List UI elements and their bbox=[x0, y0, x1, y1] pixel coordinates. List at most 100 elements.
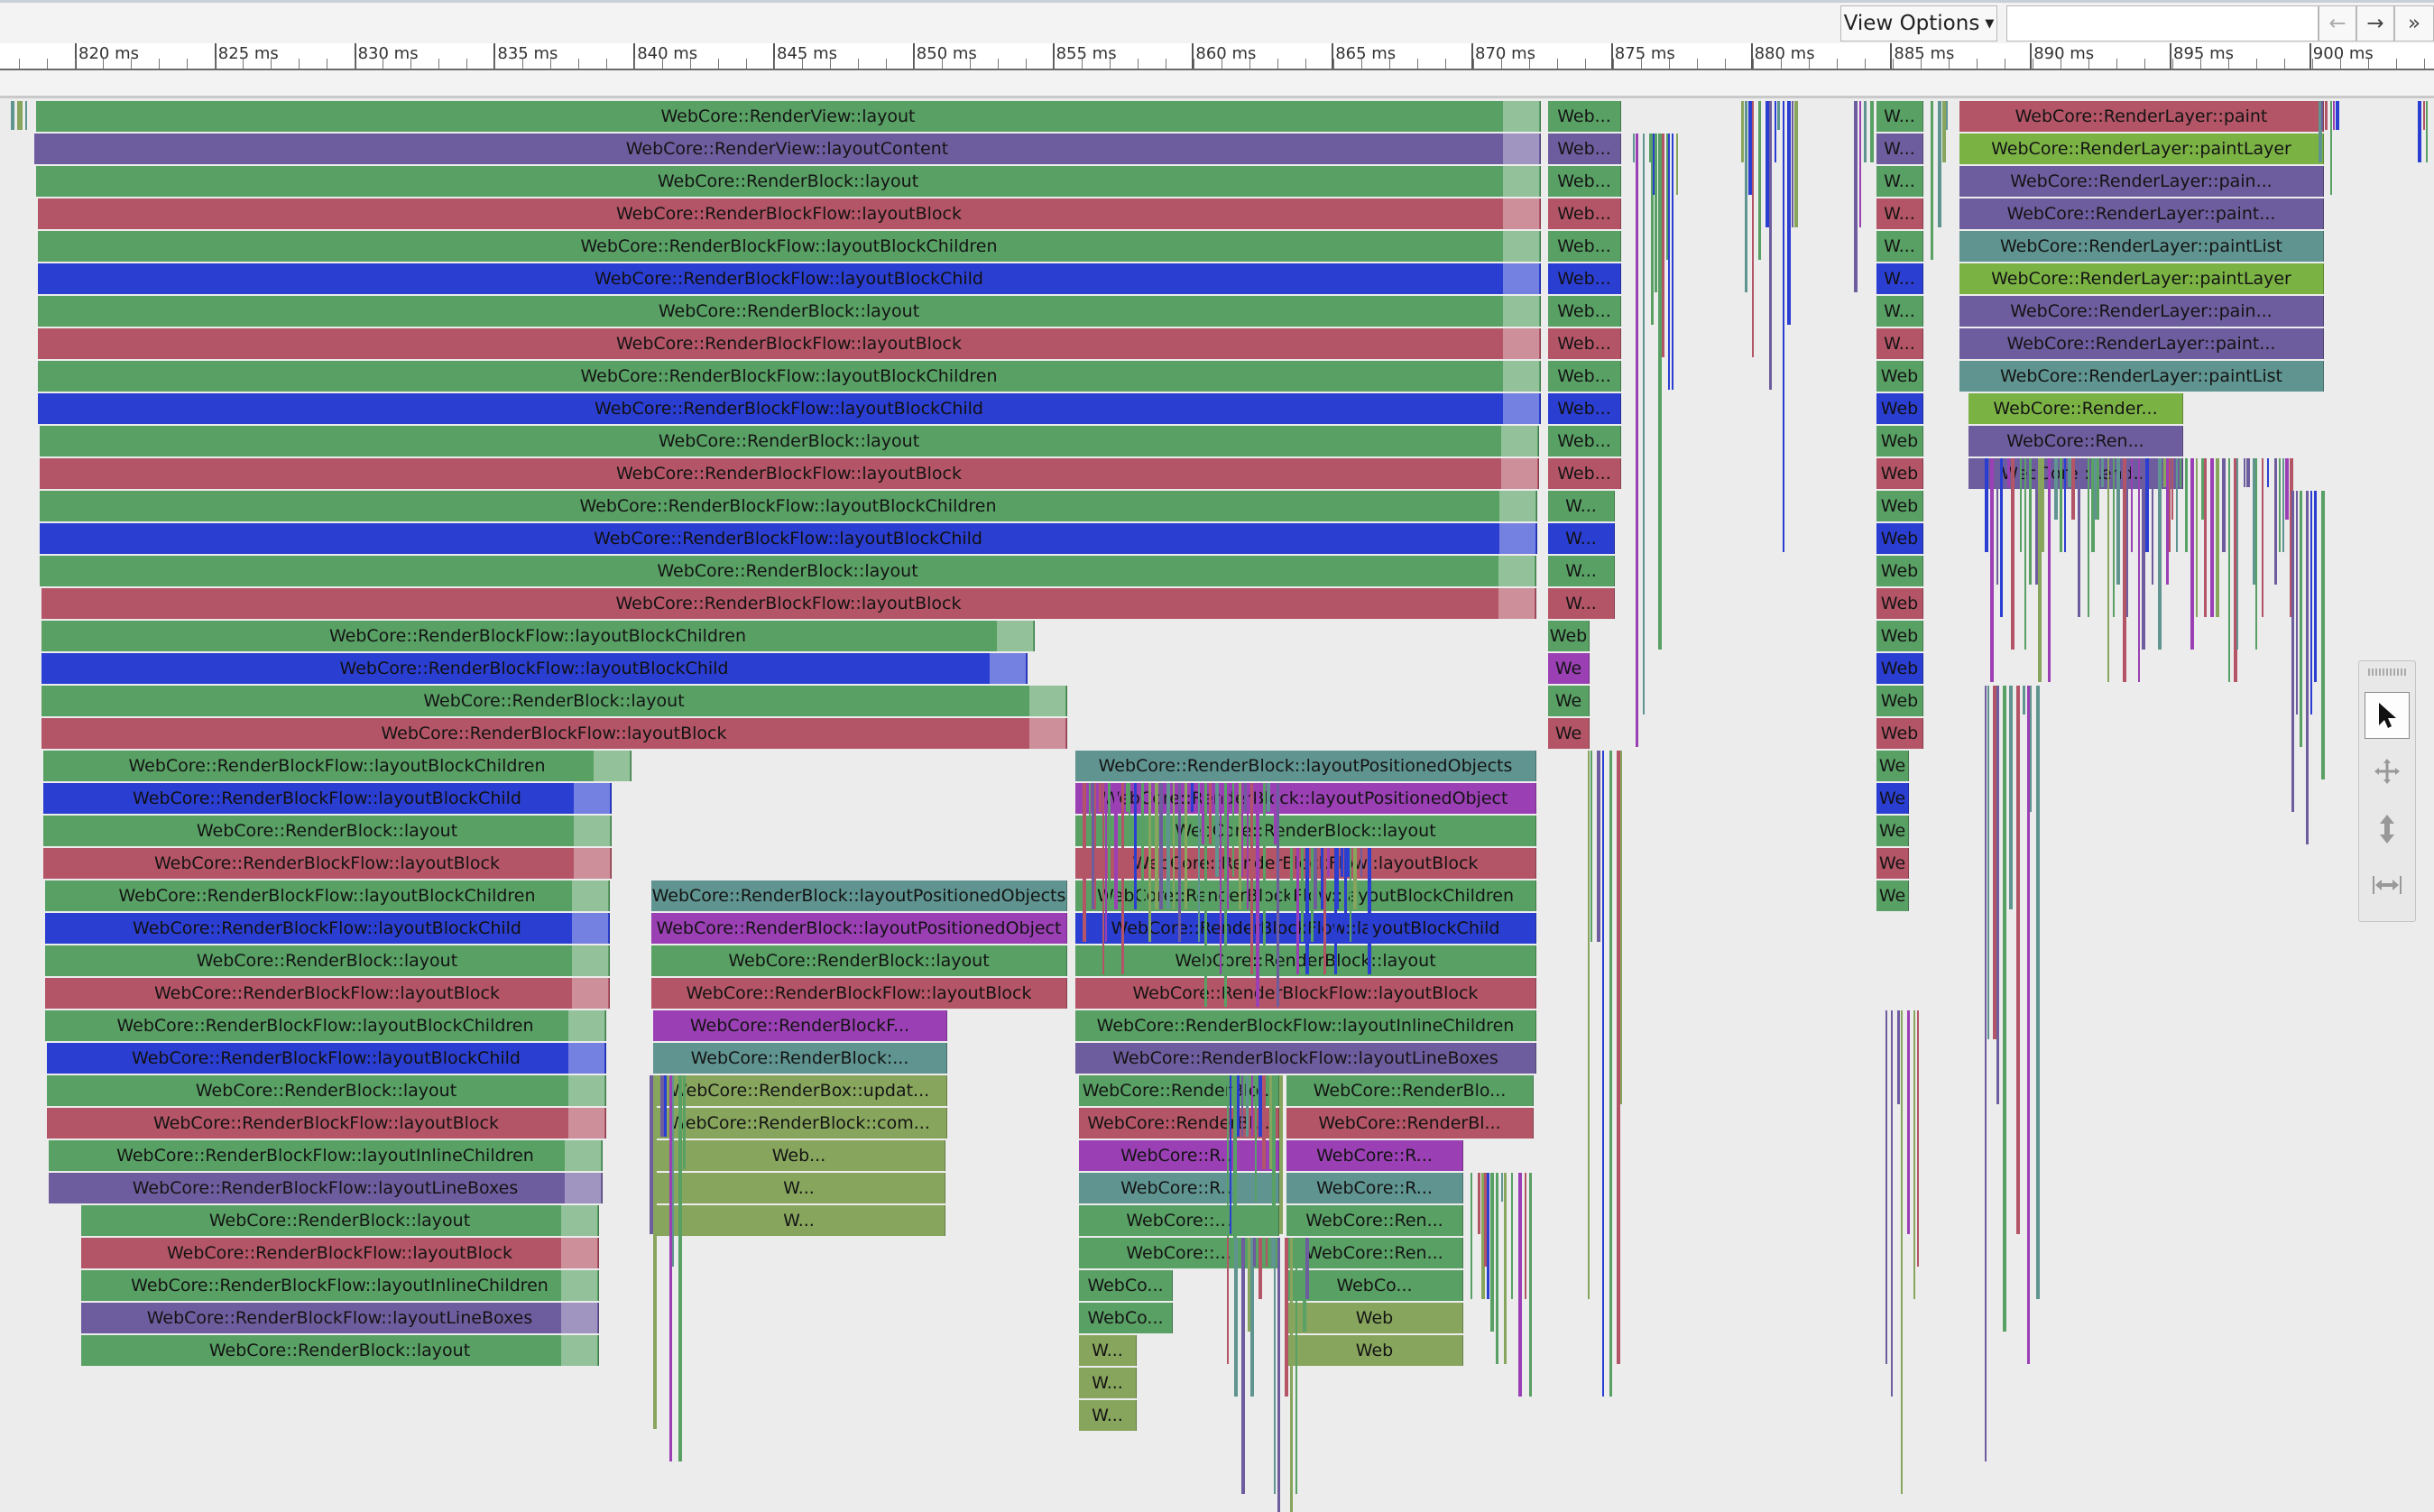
flame-tick[interactable] bbox=[1792, 101, 1793, 227]
flame-slice[interactable]: W... bbox=[1876, 328, 1923, 359]
flame-tick[interactable] bbox=[1311, 848, 1314, 942]
flame-tick[interactable] bbox=[1314, 848, 1317, 909]
flame-tick[interactable] bbox=[1241, 1075, 1243, 1137]
flame-slice[interactable]: We bbox=[1548, 686, 1590, 716]
flame-tick[interactable] bbox=[1295, 1238, 1297, 1494]
flame-slice[interactable]: WebCore::RenderBlock::layoutPositionedOb… bbox=[1075, 751, 1536, 781]
pan-tool-icon[interactable] bbox=[2365, 748, 2410, 795]
flame-tick[interactable] bbox=[1917, 1010, 1919, 1267]
flame-tick[interactable] bbox=[1662, 134, 1664, 357]
flame-slice[interactable]: W... bbox=[1876, 231, 1923, 262]
flame-slice[interactable]: WebCo... bbox=[1079, 1270, 1173, 1301]
flame-slice[interactable]: Web... bbox=[1548, 393, 1621, 424]
flame-tick[interactable] bbox=[2176, 458, 2178, 552]
flame-tick[interactable] bbox=[1752, 101, 1754, 357]
flame-tick[interactable] bbox=[683, 1075, 686, 1169]
flame-tick[interactable] bbox=[2126, 458, 2128, 617]
flame-tick[interactable] bbox=[1083, 783, 1086, 942]
flame-tick[interactable] bbox=[1985, 686, 1987, 1461]
flame-tick[interactable] bbox=[1666, 134, 1668, 260]
flame-slice[interactable]: WebCore::Ren... bbox=[1286, 1238, 1463, 1268]
flame-tick[interactable] bbox=[2088, 458, 2089, 617]
flame-tick[interactable] bbox=[2171, 458, 2173, 520]
flame-tick[interactable] bbox=[2216, 458, 2219, 617]
flame-slice[interactable]: WebCore::RenderBlockFlow::layoutLineBoxe… bbox=[81, 1303, 599, 1333]
flame-slice[interactable]: WebCore::RenderBl... bbox=[1286, 1108, 1534, 1139]
flame-tick[interactable] bbox=[1651, 134, 1654, 325]
flame-tick[interactable] bbox=[2017, 458, 2020, 487]
flame-slice[interactable]: We bbox=[1548, 718, 1590, 749]
flame-slice[interactable]: WebCore::RenderBlock::layoutPositionedOb… bbox=[651, 913, 1067, 944]
flame-tick[interactable] bbox=[2279, 458, 2281, 552]
flame-tick[interactable] bbox=[1255, 1075, 1257, 1202]
flame-tick[interactable] bbox=[1518, 1173, 1522, 1397]
flame-tick[interactable] bbox=[1248, 1238, 1250, 1332]
flame-slice[interactable]: WebCore::RenderBlockFlow::layoutLineBoxe… bbox=[49, 1173, 603, 1203]
flame-tick[interactable] bbox=[2009, 686, 2013, 909]
flame-slice[interactable]: WebCore::RenderBlock::com... bbox=[653, 1108, 947, 1139]
flame-slice[interactable]: We bbox=[1548, 653, 1590, 684]
flame-tick[interactable] bbox=[2064, 458, 2066, 552]
flame-tick[interactable] bbox=[2255, 458, 2257, 650]
flame-tick[interactable] bbox=[2166, 458, 2169, 585]
flame-slice[interactable]: WebCore::Ren... bbox=[1286, 1205, 1463, 1236]
flame-tick[interactable] bbox=[1141, 783, 1144, 909]
flame-tick[interactable] bbox=[1274, 1238, 1276, 1494]
flame-tick[interactable] bbox=[1990, 458, 1994, 682]
flame-slice[interactable]: WebCore::RenderBlo... bbox=[1079, 1075, 1279, 1106]
flame-slice[interactable]: WebCore::RenderBlock::layout bbox=[1075, 816, 1536, 846]
flame-slice[interactable]: WebCore::RenderBlockFlow::layoutBlockChi… bbox=[45, 913, 610, 944]
flame-tick[interactable] bbox=[1253, 1238, 1256, 1267]
flame-slice[interactable]: W... bbox=[1548, 523, 1615, 554]
flame-tick[interactable] bbox=[2310, 491, 2312, 715]
flame-slice[interactable]: Web... bbox=[1548, 231, 1621, 262]
flame-tick[interactable] bbox=[2042, 458, 2044, 552]
flame-tick[interactable] bbox=[1209, 783, 1212, 844]
flame-tick[interactable] bbox=[2282, 458, 2284, 552]
flame-tick[interactable] bbox=[2274, 458, 2277, 585]
flame-tick[interactable] bbox=[2285, 458, 2289, 520]
flame-tick[interactable] bbox=[2321, 101, 2323, 130]
flame-slice[interactable]: WebCore::RenderLayer::paintList bbox=[1959, 361, 2324, 392]
flame-slice[interactable]: Web... bbox=[1548, 328, 1621, 359]
flame-tick[interactable] bbox=[2035, 458, 2039, 585]
flame-slice[interactable]: WebCore::RenderBlockFlow::layoutBlock bbox=[47, 1108, 606, 1139]
flame-tick[interactable] bbox=[1277, 783, 1279, 1007]
flame-tick[interactable] bbox=[2152, 458, 2153, 585]
flame-tick[interactable] bbox=[1602, 751, 1604, 1397]
flame-tick[interactable] bbox=[2185, 458, 2188, 552]
flame-tick[interactable] bbox=[1525, 1173, 1526, 1299]
flame-tick[interactable] bbox=[2007, 458, 2010, 487]
flame-slice[interactable]: Web bbox=[1876, 653, 1923, 684]
flame-slice[interactable]: WebCore::... bbox=[1079, 1205, 1279, 1236]
flame-tick[interactable] bbox=[1993, 686, 1996, 1039]
flame-tick[interactable] bbox=[2036, 686, 2040, 1299]
flame-tick[interactable] bbox=[2246, 458, 2250, 487]
flame-tick[interactable] bbox=[1337, 848, 1339, 909]
flame-slice[interactable]: WebCore::RenderLayer::paint... bbox=[1959, 328, 2324, 359]
flame-tick[interactable] bbox=[672, 1075, 674, 1267]
flame-tick[interactable] bbox=[2210, 458, 2214, 617]
flame-tick[interactable] bbox=[1114, 783, 1118, 909]
flame-tick[interactable] bbox=[1766, 101, 1769, 227]
flame-slice[interactable]: Web... bbox=[1548, 101, 1621, 132]
timing-tool-icon[interactable] bbox=[2365, 862, 2410, 908]
flame-tick[interactable] bbox=[1649, 134, 1651, 162]
flame-tick[interactable] bbox=[1290, 848, 1293, 909]
flame-slice[interactable]: WebCore::RenderBlockFlow::layoutLineBoxe… bbox=[1075, 1043, 1536, 1074]
flame-tick[interactable] bbox=[1232, 783, 1234, 877]
flame-slice[interactable]: WebCore::RenderBlock::layout bbox=[43, 816, 612, 846]
flame-tick[interactable] bbox=[2196, 458, 2198, 617]
flame-slice[interactable]: Web bbox=[1876, 588, 1923, 619]
flame-tick[interactable] bbox=[1344, 848, 1347, 942]
flame-tick[interactable] bbox=[1885, 1010, 1887, 1364]
flame-tick[interactable] bbox=[1241, 783, 1243, 877]
flame-slice[interactable]: WebCore::RenderBlockFlow::layoutBlockChi… bbox=[38, 393, 1541, 424]
flame-slice[interactable]: W... bbox=[1876, 296, 1923, 327]
flame-tick[interactable] bbox=[2068, 458, 2071, 487]
flame-tick[interactable] bbox=[1609, 751, 1612, 1397]
flame-tick[interactable] bbox=[1258, 1075, 1262, 1137]
flame-tick[interactable] bbox=[1931, 101, 1933, 260]
flame-tick[interactable] bbox=[1481, 1173, 1485, 1299]
